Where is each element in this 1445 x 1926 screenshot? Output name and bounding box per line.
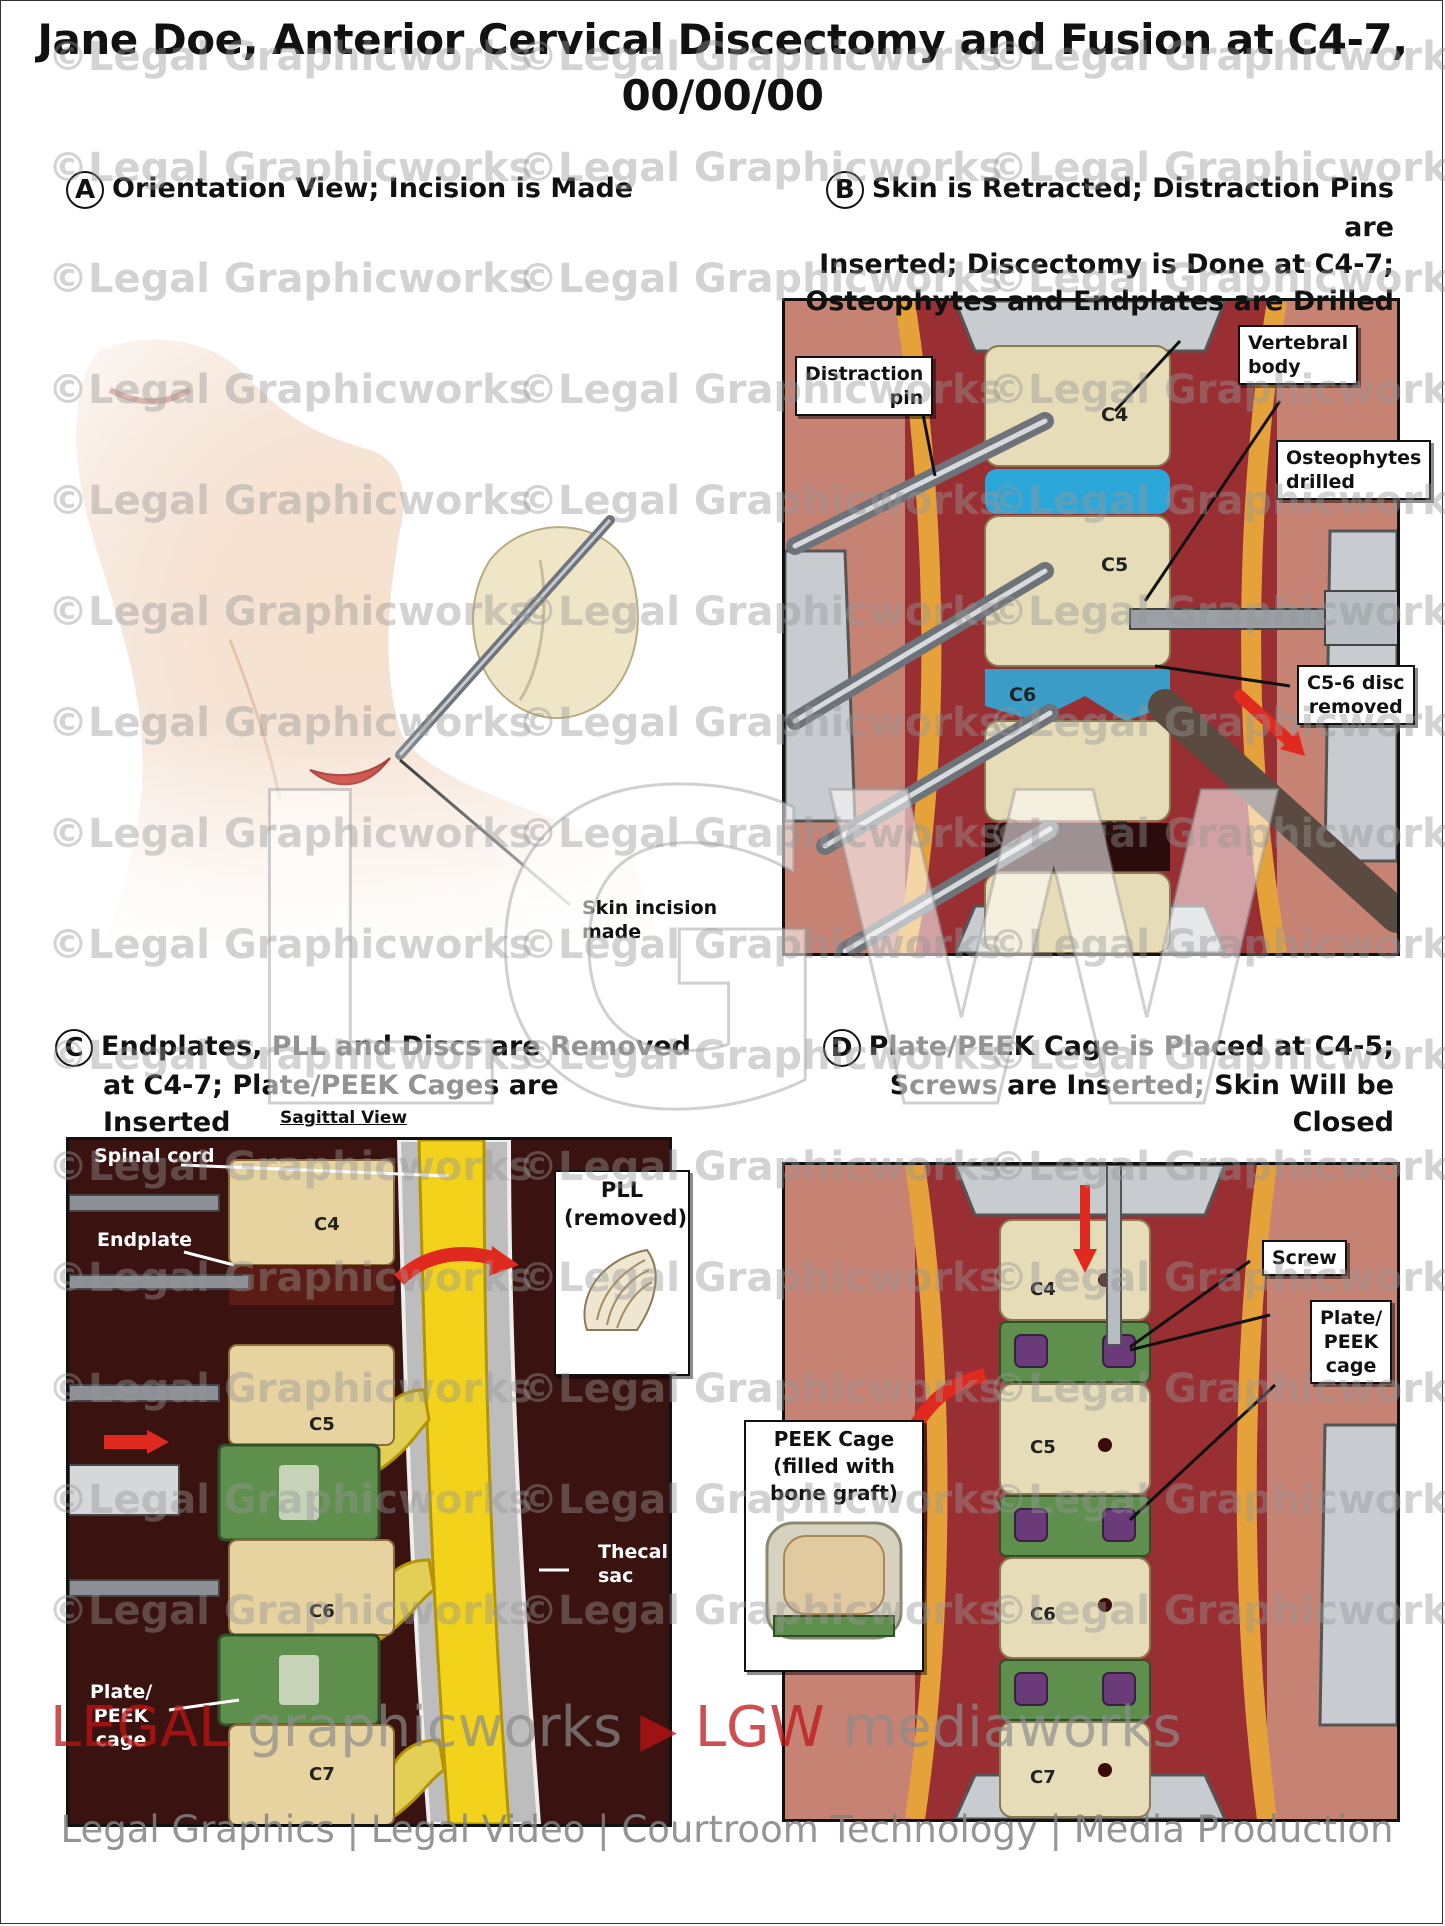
brand-graphicworks: graphicworks — [247, 1695, 623, 1760]
drill-instrument — [1129, 590, 1397, 646]
footer-tagline: Legal Graphics | Legal Video | Courtroom… — [60, 1808, 1394, 1851]
level-c7-sagittal: C7 — [309, 1764, 335, 1785]
level-c4: C4 — [1101, 404, 1128, 426]
pll-removal-arrow — [394, 1247, 502, 1286]
panel-c-letter: C — [55, 1028, 93, 1067]
play-icon: ▶ — [640, 1702, 677, 1758]
panel-a-heading: A Orientation View; Incision is Made — [66, 170, 633, 209]
retractor-top — [953, 301, 1227, 353]
level-c5: C5 — [1101, 554, 1128, 576]
brand-mediaworks: mediaworks — [842, 1695, 1182, 1760]
vertebra-c7-sagittal — [228, 1724, 395, 1824]
panel-a-heading-text: Orientation View; Incision is Made — [112, 173, 634, 204]
callout-distraction-pin: Distraction pin — [795, 356, 934, 416]
panel-b-image: C4 C5 C6 C7 — [782, 298, 1400, 956]
label-endplate: Endplate — [97, 1229, 193, 1251]
callout-screw: Screw — [1262, 1240, 1347, 1276]
level-c5-sagittal: C5 — [309, 1414, 335, 1435]
panel-d-letter: D — [822, 1028, 861, 1067]
level-c4-d: C4 — [1030, 1279, 1056, 1300]
plate-screws — [1014, 1334, 1136, 1706]
brand-lgw: LGW — [694, 1695, 825, 1760]
spinal-cord — [417, 1140, 511, 1824]
callout-vertebral-body: Vertebral body — [1238, 325, 1359, 385]
panel-b-letter: B — [825, 170, 864, 209]
peek-cage-graphic — [765, 1521, 903, 1640]
level-c4-sagittal: C4 — [314, 1214, 340, 1235]
level-c6-sagittal: C6 — [309, 1601, 335, 1622]
label-skin-incision: Skin incision made — [582, 897, 718, 943]
page-title: Jane Doe, Anterior Cervical Discectomy a… — [0, 12, 1445, 124]
vertebra-c4-sagittal — [228, 1159, 395, 1266]
vertebra-c6-d — [999, 1557, 1151, 1659]
screwdriver — [1106, 1165, 1122, 1346]
label-plate-peek-sagittal: Plate/ PEEK cage — [90, 1681, 153, 1751]
vertebra-c5-d — [999, 1383, 1151, 1495]
neck-incision-illustration — [70, 330, 710, 970]
panel-b-surgical-field: C4 C5 C6 C7 — [785, 301, 1397, 953]
title-line-1: Jane Doe, Anterior Cervical Discectomy a… — [37, 15, 1408, 64]
vertebra-c6 — [984, 720, 1171, 822]
level-c7: C7 — [1101, 818, 1128, 840]
label-spinal-cord: Spinal cord — [94, 1145, 215, 1167]
pll-tissue-graphic — [583, 1248, 657, 1331]
label-thecal-sac: Thecal sac — [598, 1541, 668, 1587]
panel-a-letter: A — [66, 170, 104, 209]
distraction-pins-sagittal — [69, 1194, 250, 1597]
level-c7-d: C7 — [1030, 1767, 1056, 1788]
inset-peek-cage: PEEK Cage (filled with bone graft) — [744, 1420, 924, 1672]
panel-c-leader-lines — [168, 1163, 569, 1712]
vertebra-c7-d — [999, 1721, 1151, 1818]
disc-c4-5 — [985, 469, 1170, 514]
retractor-right-d — [1318, 1423, 1397, 1727]
disc-c5-6-removed — [985, 669, 1170, 721]
panel-d-leader-lines — [1128, 1259, 1277, 1522]
distraction-pins — [786, 412, 1059, 953]
callout-disc-removed: C5-6 disc removed — [1297, 665, 1415, 725]
title-line-2: 00/00/00 — [621, 71, 824, 120]
vertebra-c4-d — [999, 1219, 1151, 1321]
curette — [1148, 689, 1397, 933]
callout-osteophytes: Osteophytes drilled — [1276, 440, 1432, 500]
panel-a-illustration — [70, 330, 710, 970]
level-c6: C6 — [1009, 684, 1036, 706]
level-c6-d: C6 — [1030, 1604, 1056, 1625]
level-c5-d: C5 — [1030, 1437, 1056, 1458]
footer-brand-watermark: LEGAL graphicworks ▶ LGW mediaworks — [50, 1695, 1410, 1760]
vertebra-c4 — [984, 345, 1171, 467]
callout-plate-peek: Plate/ PEEK cage — [1310, 1300, 1393, 1384]
red-direction-arrow — [1234, 690, 1301, 752]
inset-pll-removed: PLL (removed) — [554, 1170, 690, 1376]
brand-legal: LEGAL — [50, 1695, 230, 1760]
sagittal-view-label: Sagittal View — [280, 1108, 408, 1128]
vertebra-c5 — [984, 515, 1171, 667]
vertebra-c7 — [984, 872, 1171, 953]
